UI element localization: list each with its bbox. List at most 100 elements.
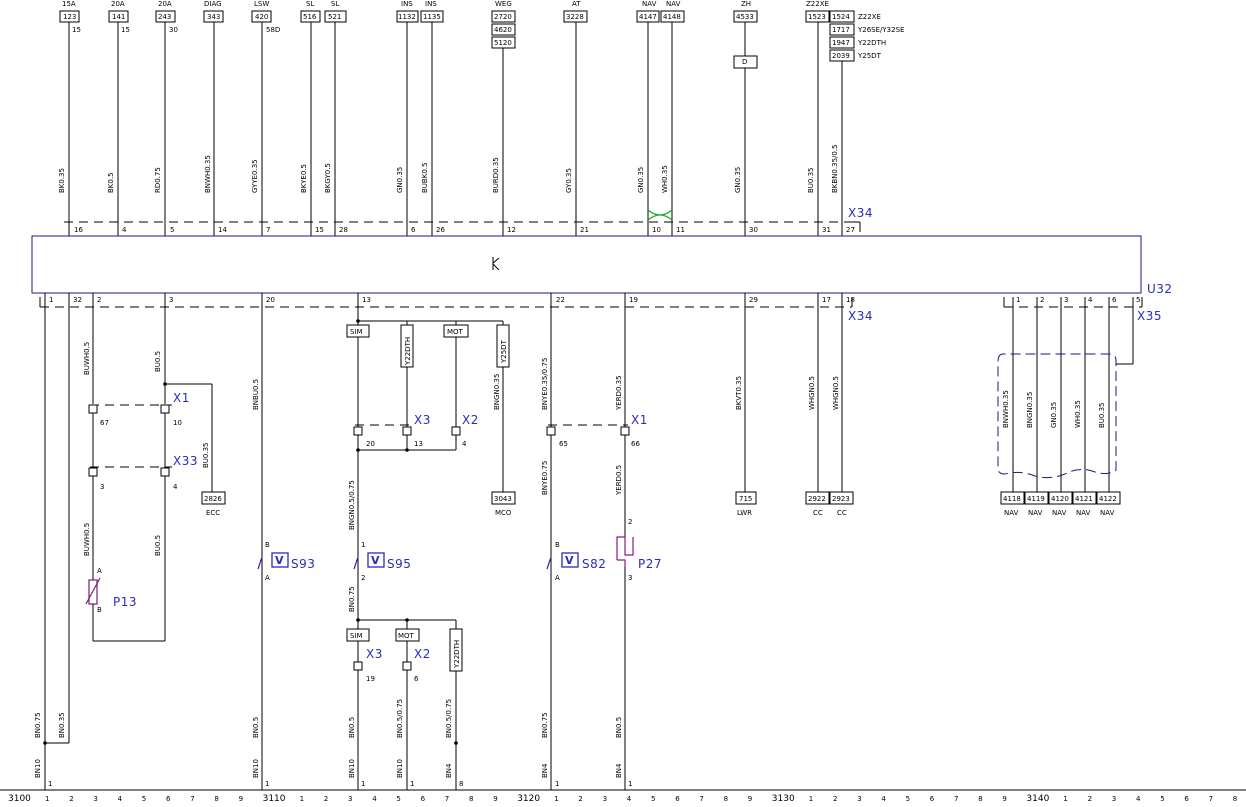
ruler-tick: 9 xyxy=(1002,795,1006,803)
pin-number: 7 xyxy=(266,226,270,234)
fuse-label: INS xyxy=(401,0,413,8)
variant-box: MOT xyxy=(447,328,464,336)
fuse-number: 516 xyxy=(303,13,317,21)
ruler-tick: 2 xyxy=(833,795,837,803)
fuse-number: 4620 xyxy=(494,26,512,34)
s82-p27-circuit: BNYE0.35/0.75 YERD0.35 X1 65 66 BNYE0.75… xyxy=(541,293,662,790)
wire-label: BU0.35 xyxy=(807,167,815,193)
ruler-tick: 5 xyxy=(142,795,146,803)
wire-label: BN0.5/0.75 xyxy=(445,699,453,738)
nav-pin-numbers: 1 2 3 4 6 5 xyxy=(1016,296,1140,304)
connector-label: X35 xyxy=(1137,309,1162,323)
fuse-number: 343 xyxy=(207,13,220,21)
component-label: P27 xyxy=(638,557,662,571)
pin-number: 4 xyxy=(1088,296,1093,304)
wire-label: BURD0.35 xyxy=(492,157,500,193)
variant-box: SIM xyxy=(350,632,363,640)
ruler-tick: 3 xyxy=(1112,795,1116,803)
wire-label: GN0.35 xyxy=(1050,402,1058,428)
engine-label: Y22DTH xyxy=(857,39,886,47)
pin-number: 2 xyxy=(628,518,632,526)
wire-label: BKYE0.5 xyxy=(300,164,308,193)
wire-label: WHGN0.5 xyxy=(808,376,816,410)
fuse-label: LSW xyxy=(254,0,269,8)
wire-label: BU0.35 xyxy=(202,442,210,468)
pin-number: 28 xyxy=(339,226,348,234)
wire-label: BUWH0.5 xyxy=(83,342,91,375)
ruler-tick: 5 xyxy=(396,795,400,803)
pin-letter: B xyxy=(555,541,560,549)
wire-label: BN0.35 xyxy=(58,712,66,738)
fuse-terminal: 30 xyxy=(169,26,178,34)
ref-box: 4122 xyxy=(1099,495,1117,503)
ref-box: 4120 xyxy=(1051,495,1069,503)
ruler-tick: 1 xyxy=(809,795,813,803)
fuse-number: 4148 xyxy=(663,13,681,21)
meter-icon: V xyxy=(371,554,380,567)
ruler-tick: 5 xyxy=(1160,795,1164,803)
connector-label: X3 xyxy=(366,647,383,661)
wire-label: GN0.35 xyxy=(637,167,645,193)
ruler-tick: 6 xyxy=(930,795,935,803)
connector-label: X1 xyxy=(631,413,648,427)
wire-label: GN0.35 xyxy=(396,167,404,193)
ref-label: NAV xyxy=(1004,509,1019,517)
ruler-tick: 4 xyxy=(627,795,632,803)
ref-label: CC xyxy=(813,509,823,517)
fuse-terminal: 15 xyxy=(72,26,81,34)
wire-label: BK0.35 xyxy=(58,168,66,193)
fuse-label: Z22XE xyxy=(806,0,829,8)
ruler-tick: 4 xyxy=(1136,795,1141,803)
ruler-tick: 3 xyxy=(348,795,352,803)
s93-circuit: BNBU0.5 B V S93 A BN0.5 BN10 1 xyxy=(252,293,315,790)
pin-number: 8 xyxy=(459,780,463,788)
pin-number: 17 xyxy=(822,296,831,304)
component-label: S93 xyxy=(291,557,315,571)
pin-number: 20 xyxy=(266,296,275,304)
wire-label: BU0.5 xyxy=(154,351,162,372)
ref-label: LWR xyxy=(737,509,752,517)
heater-p27 xyxy=(616,536,634,560)
pin-number: 11 xyxy=(676,226,685,234)
connector-label: X34 xyxy=(848,309,873,323)
ref-box: 2826 xyxy=(204,495,222,503)
pin-number: 20 xyxy=(366,440,375,448)
pin-number: 2 xyxy=(1040,296,1044,304)
pin-number: 14 xyxy=(218,226,227,234)
ruler-tick: 1 xyxy=(1063,795,1067,803)
wire-label: BNWH0.35 xyxy=(204,155,212,193)
top-wires xyxy=(68,22,843,236)
ref-box: 4118 xyxy=(1003,495,1021,503)
pin-number: 26 xyxy=(436,226,445,234)
ruler-tick: 8 xyxy=(978,795,982,803)
fuse-label: 15A xyxy=(62,0,76,8)
variant-box: SIM xyxy=(350,328,363,336)
ruler-section: 3110 xyxy=(263,794,286,803)
wire-label: GY0.35 xyxy=(565,168,573,193)
pin-letter: A xyxy=(265,574,270,582)
pin-number: 19 xyxy=(629,296,638,304)
wire-label: YERD0.35 xyxy=(615,375,623,411)
ruler-tick: 7 xyxy=(190,795,194,803)
fuse-label: AT xyxy=(572,0,581,8)
pin-letter: B xyxy=(265,541,270,549)
pin-number: 1 xyxy=(555,780,559,788)
ruler-tick: 6 xyxy=(1184,795,1189,803)
ruler-tick: 6 xyxy=(675,795,680,803)
wire-label: BN0.5 xyxy=(348,717,356,738)
wire-label: BN0.75 xyxy=(348,586,356,612)
transistor-icon xyxy=(492,257,500,271)
wire-label: BN10 xyxy=(34,759,42,778)
ruler-tick: 9 xyxy=(493,795,497,803)
ruler-tick: 2 xyxy=(1088,795,1092,803)
ref-label: NAV xyxy=(1028,509,1043,517)
wire-label: GYYE0.35 xyxy=(251,159,259,193)
connector-label: X2 xyxy=(462,413,479,427)
fuse-label: INS xyxy=(425,0,437,8)
pin-number: 6 xyxy=(414,675,419,683)
ruler-tick: 3 xyxy=(93,795,97,803)
top-wire-labels: BK0.35 BK0.5 RD0.75 BNWH0.35 GYYE0.35 BK… xyxy=(58,144,839,193)
wire-label: GN0.35 xyxy=(734,167,742,193)
pin-number: 1 xyxy=(49,296,53,304)
fuse-sub: D xyxy=(742,58,747,66)
